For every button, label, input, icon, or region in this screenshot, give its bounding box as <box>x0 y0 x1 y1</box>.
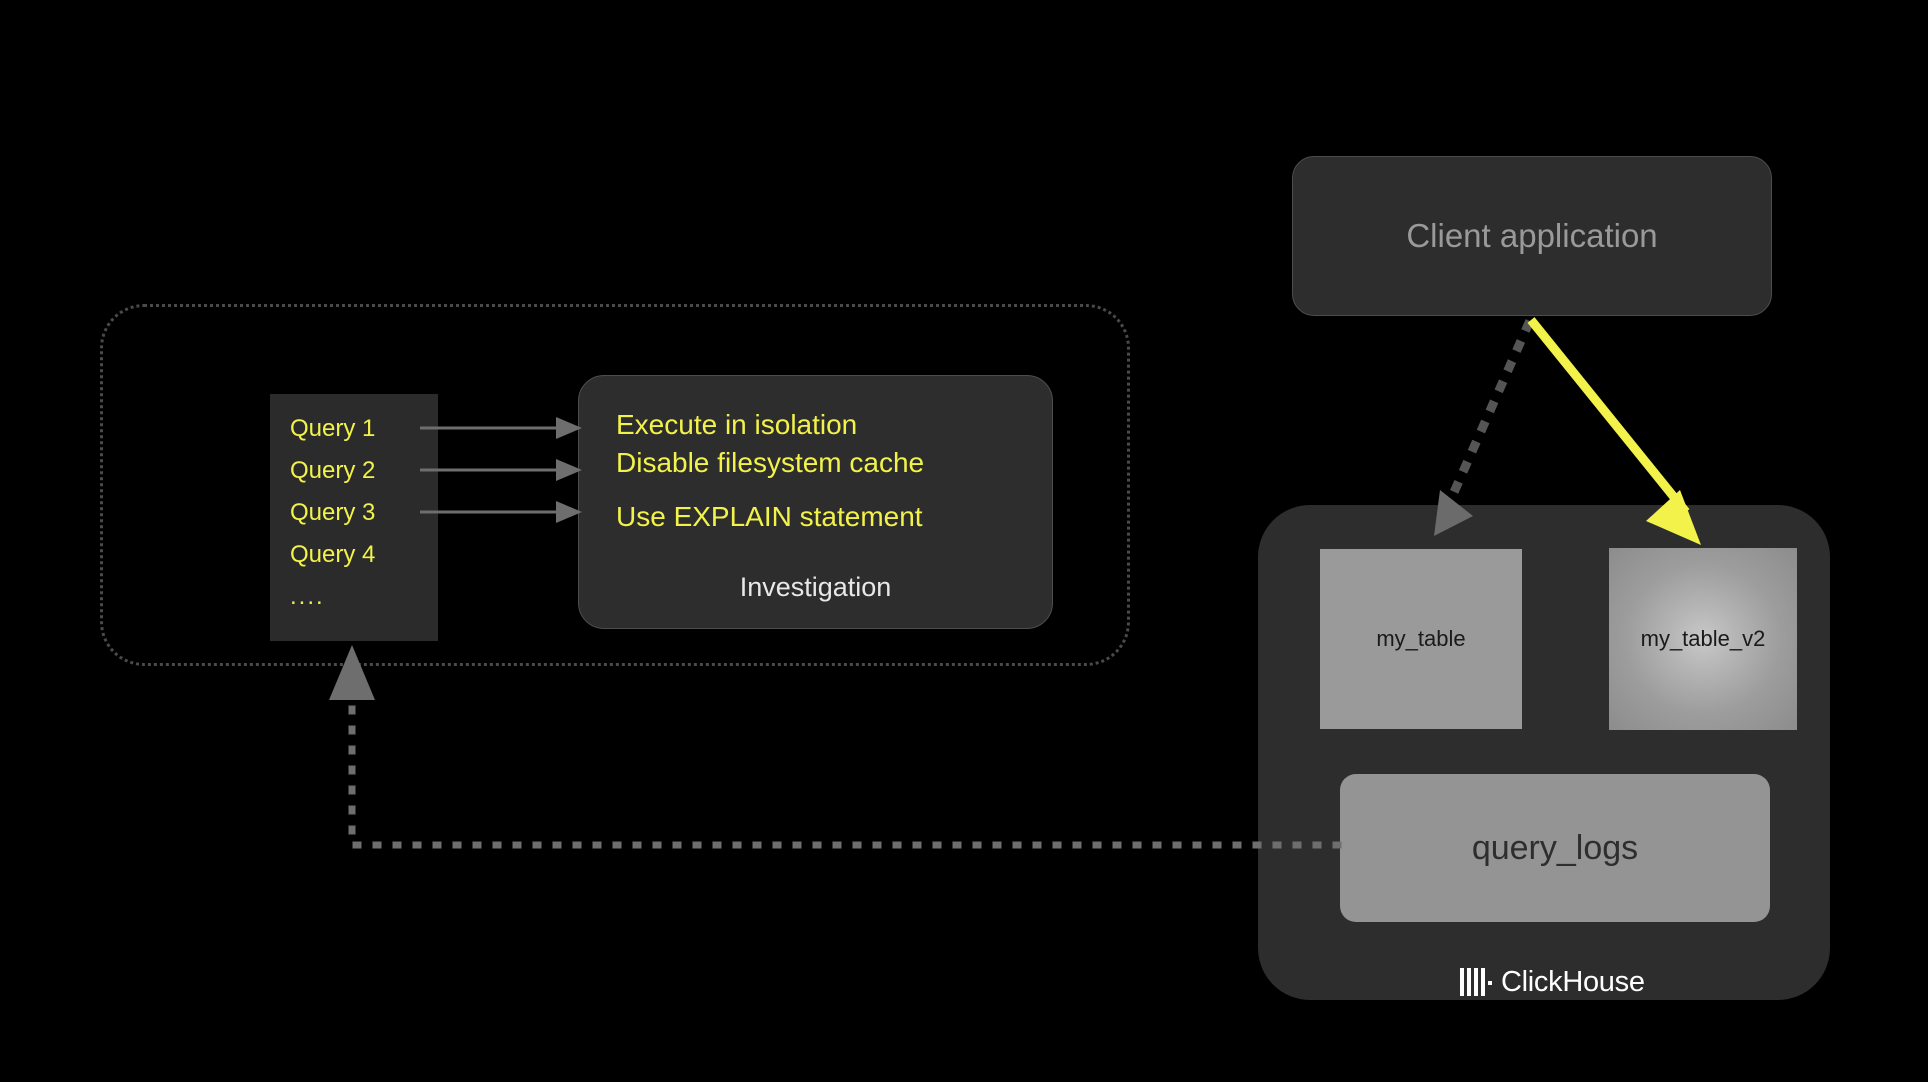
client-application-label: Client application <box>1406 217 1658 254</box>
query-logs-box: query_logs <box>1340 774 1770 922</box>
query-list-item-4: Query 4 <box>290 541 376 568</box>
client-application-box: Client application <box>1292 156 1772 316</box>
my-table-v2-box: my_table_v2 <box>1609 548 1797 730</box>
my-table-label: my_table <box>1376 626 1466 651</box>
query-list-item-2: Query 2 <box>290 457 376 484</box>
my-table-v2-label: my_table_v2 <box>1640 626 1766 651</box>
query-logs-label: query_logs <box>1471 828 1639 867</box>
investigation-zone <box>100 304 1130 666</box>
clickhouse-logo-icon <box>1460 968 1492 996</box>
clickhouse-logo: ClickHouse <box>1460 963 1660 1001</box>
investigation-label: Investigation <box>739 572 892 602</box>
investigation-tip-1: Execute in isolation <box>616 409 858 440</box>
query-list-item-ellipsis: .... <box>290 583 325 610</box>
query-list-item-1: Query 1 <box>290 415 376 442</box>
my-table-box: my_table <box>1320 549 1522 729</box>
investigation-tip-2: Disable filesystem cache <box>616 447 925 478</box>
edge-query-logs-to-query-list <box>329 645 1342 849</box>
query-list-item-3: Query 3 <box>290 499 376 526</box>
query-list-panel: Query 1 Query 2 Query 3 Query 4 .... <box>270 394 438 641</box>
investigation-tip-3: Use EXPLAIN statement <box>616 501 923 532</box>
clickhouse-wordmark: ClickHouse <box>1501 965 1645 998</box>
investigation-box: Execute in isolation Disable filesystem … <box>578 375 1053 629</box>
